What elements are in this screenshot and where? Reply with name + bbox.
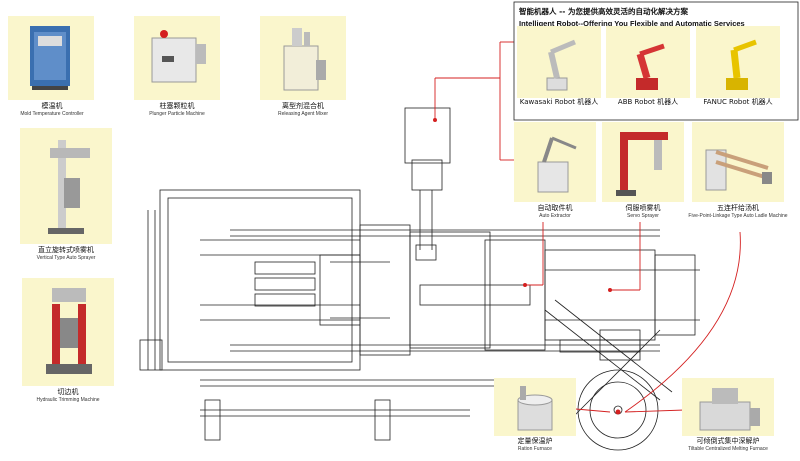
mold-temp-image bbox=[30, 26, 70, 90]
melting-furnace-caption: 可倾倒式集中深解炉 Tiltable Centralized Melting F… bbox=[688, 437, 768, 452]
releasing-card bbox=[260, 16, 346, 100]
machine-frame bbox=[159, 189, 361, 371]
robot-group-box bbox=[513, 1, 799, 121]
header-title-cn: 智能机器人 -- 为您提供高效灵活的自动化解决方案 bbox=[519, 7, 688, 16]
header-title-en: Intelligent Robot--Offering You Flexible… bbox=[519, 19, 745, 28]
auto-extractor-caption: 自动取件机 Auto Extractor bbox=[537, 204, 573, 219]
releasing-image bbox=[283, 28, 326, 91]
plunger-card bbox=[134, 16, 220, 100]
melting-furnace-image bbox=[699, 388, 760, 431]
auto-extractor-image bbox=[537, 136, 577, 193]
abb-caption: ABB Robot 机器人 bbox=[617, 98, 679, 106]
ration-furnace-caption: 定量保温炉 Ration Furnace bbox=[517, 437, 553, 452]
servo-sprayer-card bbox=[602, 122, 684, 202]
mold-temp-caption: 模温机 Mold Temperature Controller bbox=[20, 102, 84, 117]
releasing-caption: 离型剂混合机 Releasing Agent Mixer bbox=[277, 102, 329, 117]
abb-image bbox=[636, 43, 665, 90]
servo-sprayer-caption: 伺服喷雾机 Servo Sprayer bbox=[625, 204, 661, 219]
vertical-sprayer-caption: 直立旋转式喷雾机 Vertical Type Auto Sprayer bbox=[36, 246, 96, 261]
kawasaki-caption: Kawasaki Robot 机器人 bbox=[519, 98, 599, 106]
plunger-caption: 柱塞颗粒机 Plunger Particle Machine bbox=[149, 102, 205, 117]
plunger-image bbox=[151, 30, 206, 83]
auto-extractor-card bbox=[514, 122, 596, 202]
vertical-sprayer-image bbox=[48, 140, 90, 234]
fanuc-caption: FANUC Robot 机器人 bbox=[703, 98, 773, 106]
abb-card bbox=[606, 26, 690, 98]
servo-sprayer-image bbox=[616, 132, 668, 196]
vertical-sprayer-card bbox=[20, 128, 112, 244]
mold-temp-card bbox=[8, 16, 94, 100]
fanuc-card bbox=[696, 26, 780, 98]
kawasaki-card bbox=[517, 26, 601, 98]
ladle-caption: 五连杆给汤机 Five-Point-Linkage Type Auto Ladl… bbox=[688, 204, 788, 219]
ladle-image bbox=[705, 149, 772, 191]
fanuc-image bbox=[726, 39, 757, 90]
ration-furnace-image bbox=[517, 386, 553, 431]
ration-furnace-card bbox=[494, 378, 576, 436]
robot-header: 智能机器人 -- 为您提供高效灵活的自动化解决方案 Intelligent Ro… bbox=[519, 6, 745, 28]
kawasaki-image bbox=[546, 39, 576, 91]
trimming-image bbox=[46, 288, 92, 374]
trimming-card bbox=[22, 278, 114, 386]
trimming-caption: 切边机 Hydraulic Trimming Machine bbox=[36, 388, 100, 403]
melting-furnace-card bbox=[682, 378, 774, 436]
ladle-card bbox=[692, 122, 784, 202]
